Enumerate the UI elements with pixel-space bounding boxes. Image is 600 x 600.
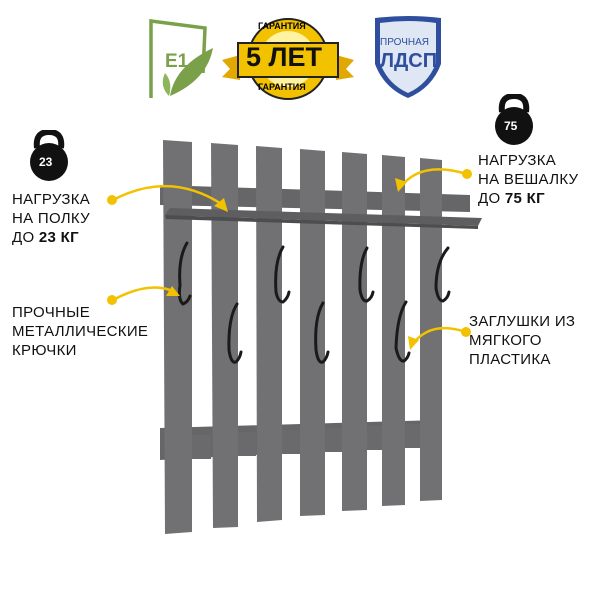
- ldsp-main-label: ЛДСП: [380, 50, 438, 72]
- hooks: [177, 241, 451, 364]
- kettlebell-icon: 23: [27, 130, 71, 182]
- kettlebell-icon: 75: [492, 94, 536, 146]
- hanger-weight: 75: [504, 119, 518, 133]
- warranty-ring-top: ГАРАНТИЯ: [258, 21, 306, 31]
- shelf-weight: 23: [39, 155, 53, 169]
- ldsp-shield-badge: ПРОЧНАЯ ЛДСП: [372, 14, 444, 100]
- warranty-years: 5 ЛЕТ: [246, 42, 322, 72]
- e1-eco-badge: E1: [145, 18, 215, 98]
- e1-label: E1: [165, 51, 189, 72]
- warranty-ring-bottom: ГАРАНТИЯ: [258, 82, 306, 92]
- warranty-badge: ГАРАНТИЯ 5 ЛЕТ ГАРАНТИЯ: [222, 15, 354, 101]
- ldsp-top-label: ПРОЧНАЯ: [380, 37, 429, 48]
- shelf: [165, 208, 482, 226]
